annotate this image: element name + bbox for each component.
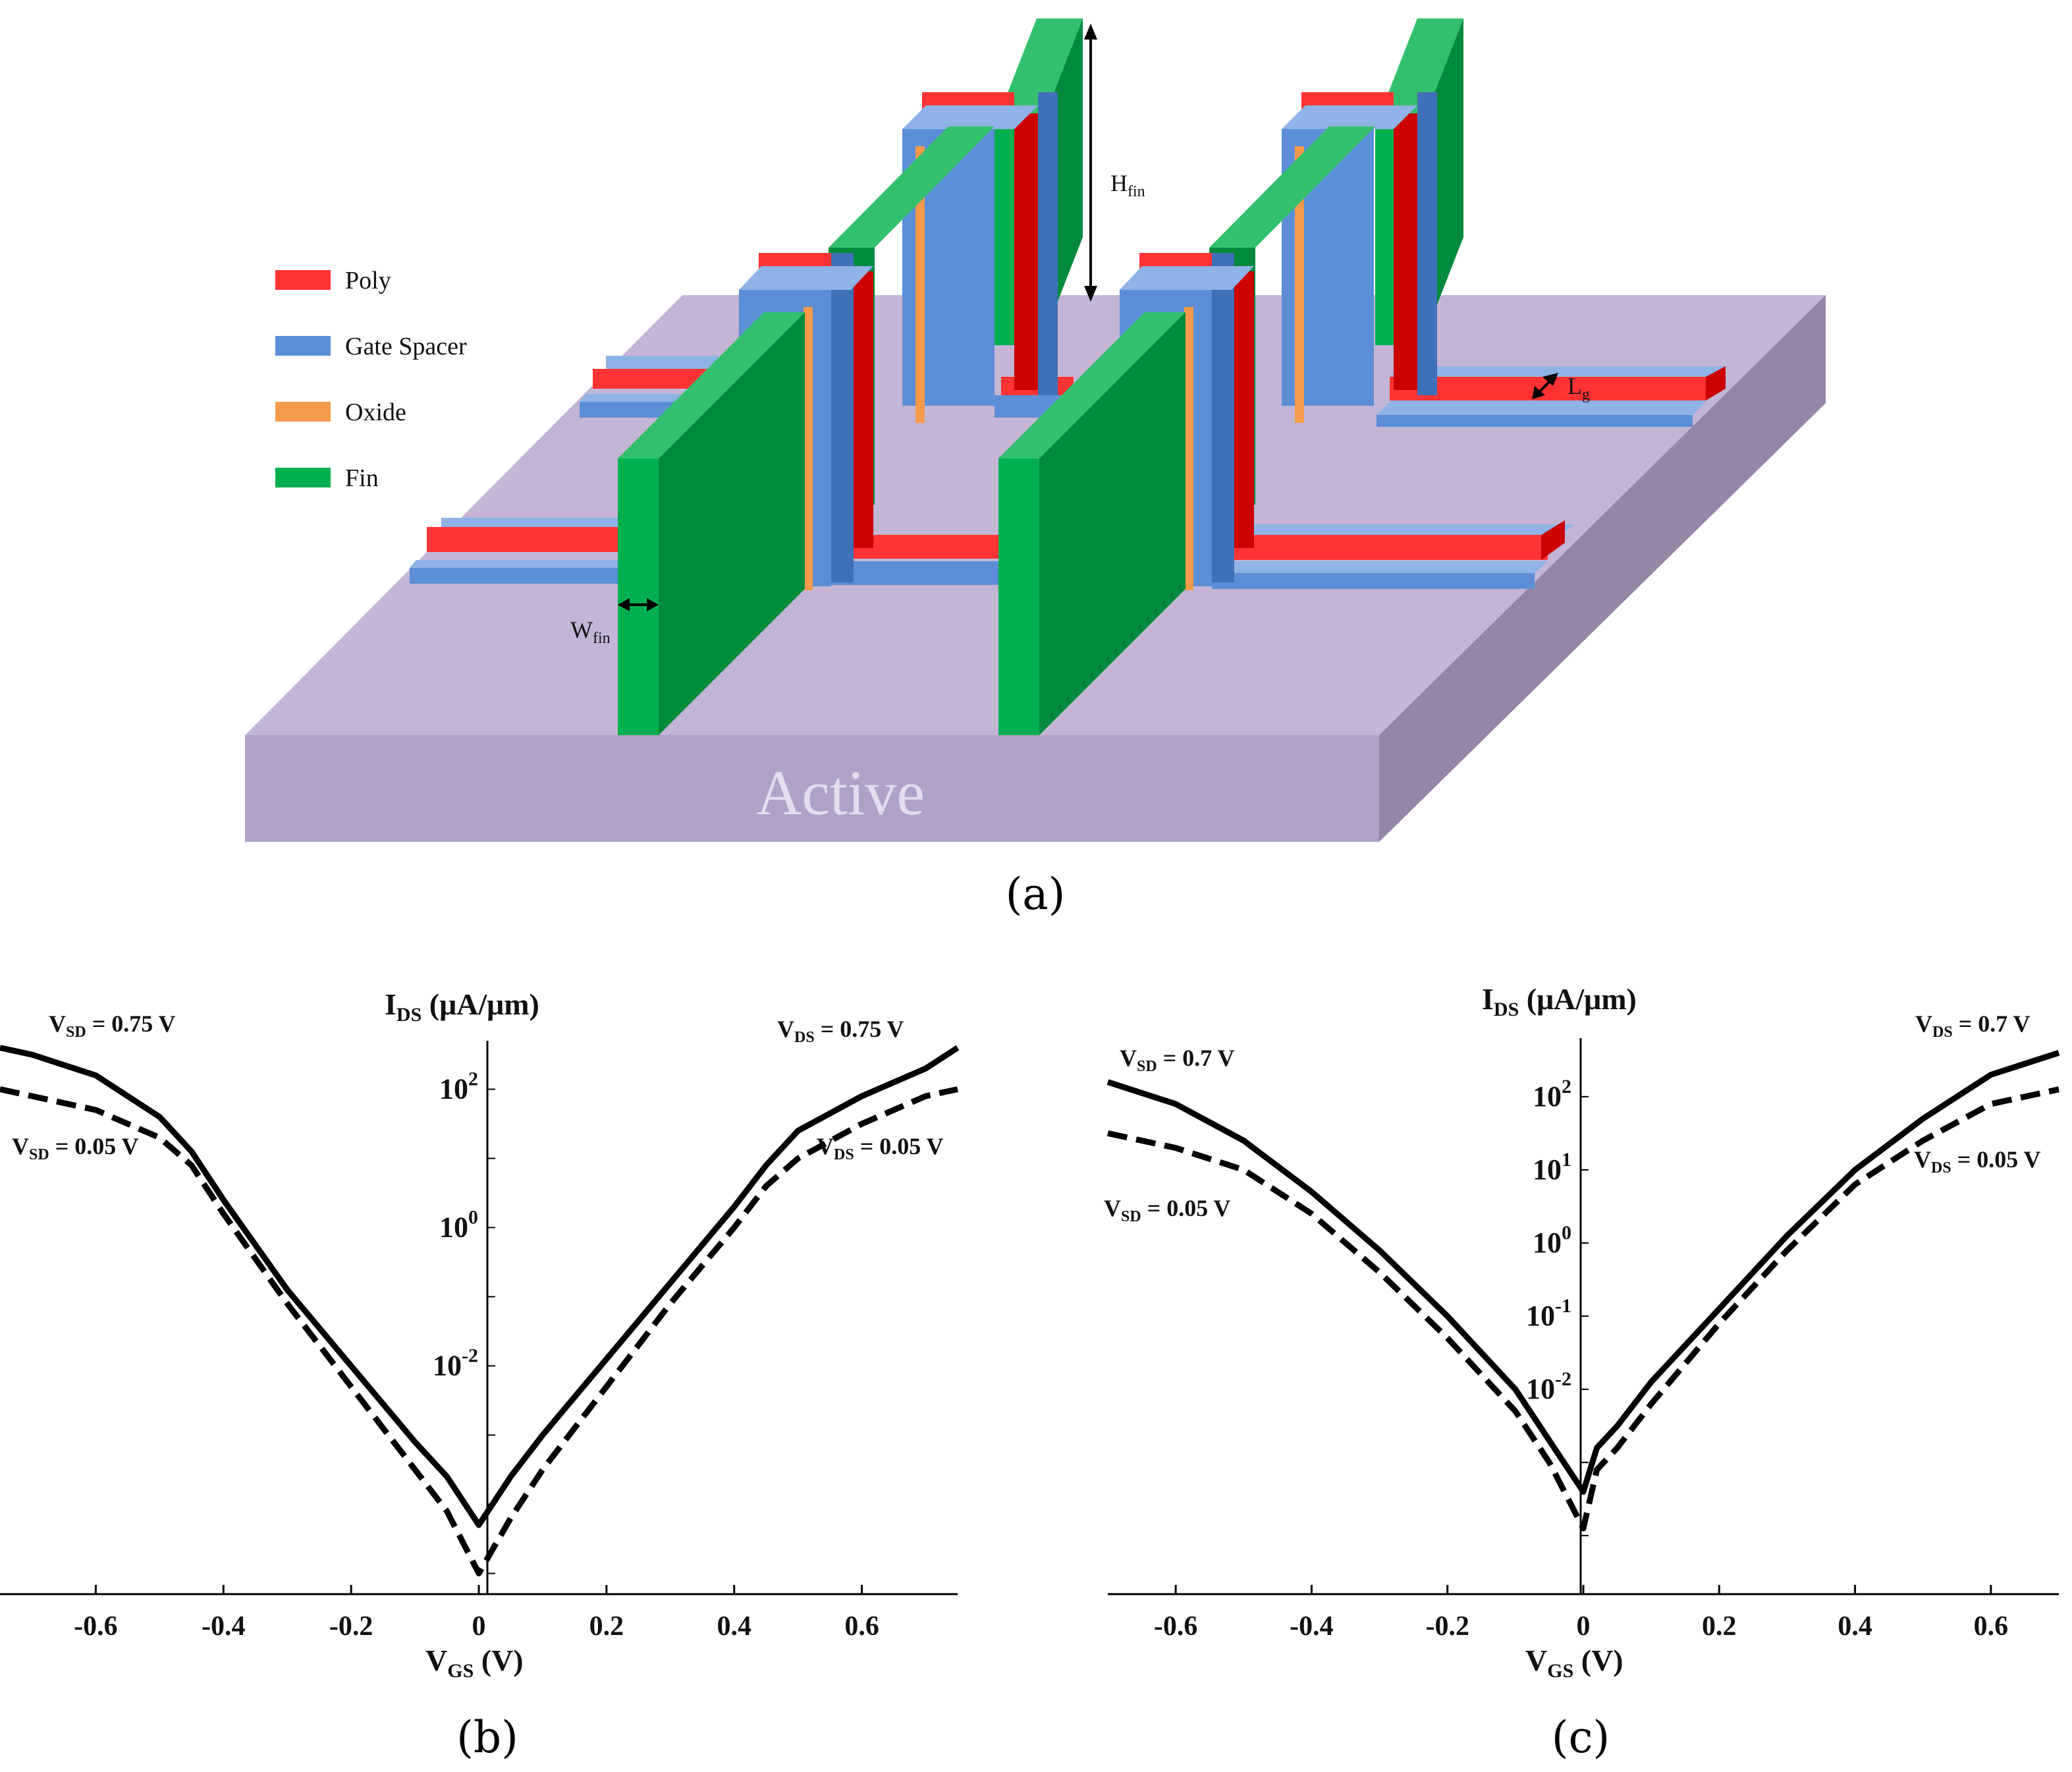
series-b bbox=[0, 1045, 960, 1576]
annotation-b-vsd-075: VSD = 0.75 V bbox=[49, 1011, 176, 1041]
x-tick-label: -0.4 bbox=[1290, 1611, 1334, 1642]
legend-swatch-gate-spacer bbox=[275, 336, 331, 356]
annotation-b-vds-075: VDS = 0.75 V bbox=[777, 1016, 904, 1046]
legend-swatch-oxide bbox=[275, 402, 331, 422]
substrate-front-face bbox=[245, 735, 1379, 842]
y-tick-label: 102 bbox=[439, 1068, 478, 1105]
caption-a: (a) bbox=[1006, 869, 1066, 920]
x-tick-label: 0.2 bbox=[589, 1611, 624, 1642]
chart-b: -0.6 -0.4 -0.2 0 0.2 0.4 0.6 102 100 10-2 IDS (μ… bbox=[0, 987, 960, 1763]
fin-front-left bbox=[618, 312, 805, 735]
annotation-c-vds-07: VDS = 0.7 V bbox=[1915, 1011, 2031, 1041]
gate-strip-right-rear bbox=[1377, 366, 1726, 427]
legend-swatch-poly bbox=[275, 270, 331, 290]
y-axis-title-c: IDS (μA/μm) bbox=[1482, 982, 1637, 1020]
hfin-label: Hfin bbox=[1110, 170, 1145, 200]
y-tick-label: 10-1 bbox=[1526, 1295, 1571, 1332]
x-tick-label: -0.2 bbox=[329, 1611, 373, 1642]
annotation-c-vsd-005: VSD = 0.05 V bbox=[1104, 1195, 1231, 1225]
legend-label-oxide: Oxide bbox=[345, 399, 406, 426]
x-axis-title-c: VGS (V) bbox=[1525, 1644, 1623, 1682]
x-axis-title-b: VGS (V) bbox=[425, 1644, 524, 1682]
fin-front-right bbox=[998, 312, 1186, 735]
x-tick-label: -0.6 bbox=[74, 1611, 118, 1642]
y-tick-label: 10-2 bbox=[433, 1345, 478, 1382]
x-tick-label: -0.6 bbox=[1154, 1611, 1198, 1642]
x-tick-label: 0.4 bbox=[717, 1611, 751, 1642]
y-tick-label: 10-2 bbox=[1526, 1368, 1571, 1405]
series-c bbox=[1106, 1049, 2060, 1532]
x-tick-label: 0.2 bbox=[1702, 1611, 1737, 1642]
wfin-label: Wfin bbox=[570, 617, 611, 647]
legend-swatch-fin bbox=[275, 468, 331, 487]
x-tick-label: 0 bbox=[1577, 1611, 1591, 1642]
lg-label: Lg bbox=[1568, 373, 1590, 403]
caption-c: (c) bbox=[1552, 1712, 1610, 1763]
gate-strip-right-front bbox=[1212, 520, 1574, 589]
lg-dimension-arrow bbox=[1532, 373, 1558, 399]
y-ticks-c: 102 101 100 10-1 10-2 bbox=[1526, 1076, 1589, 1537]
y-tick-label: 101 bbox=[1533, 1149, 1571, 1186]
x-tick-label: 0.6 bbox=[844, 1611, 879, 1642]
legend: Poly Gate Spacer Oxide Fin bbox=[275, 267, 467, 492]
wfin-dimension-arrow bbox=[618, 598, 659, 611]
x-tick-label: 0.6 bbox=[1974, 1611, 2009, 1642]
substrate-label: Active bbox=[756, 758, 925, 828]
x-tick-label: 0.4 bbox=[1838, 1611, 1872, 1642]
x-tick-label: -0.2 bbox=[1425, 1611, 1469, 1642]
x-ticks-c: -0.6 -0.4 -0.2 0 0.2 0.4 0.6 bbox=[1154, 1585, 2008, 1642]
y-tick-label: 100 bbox=[439, 1207, 478, 1244]
y-tick-label: 102 bbox=[1533, 1076, 1571, 1113]
annotation-c-vds-005: VDS = 0.05 V bbox=[1914, 1146, 2041, 1177]
annotation-b-vsd-005: VSD = 0.05 V bbox=[12, 1133, 139, 1163]
panel-a-finfet-diagram: Hfin Wfin Lg Poly Gate Spacer Oxide Fin … bbox=[245, 18, 1826, 920]
series-line-dashed bbox=[0, 1086, 958, 1576]
x-ticks-b: -0.6 -0.4 -0.2 0 0.2 0.4 0.6 bbox=[74, 1585, 879, 1642]
y-ticks-b: 102 100 10-2 bbox=[433, 1068, 495, 1574]
legend-label-gate-spacer: Gate Spacer bbox=[345, 333, 467, 360]
series-line-solid bbox=[1106, 1049, 2060, 1495]
annotation-c-vsd-07: VSD = 0.7 V bbox=[1120, 1045, 1235, 1075]
gate-rear-left bbox=[902, 92, 1058, 423]
y-axis-title-b: IDS (μA/μm) bbox=[385, 987, 539, 1026]
y-tick-label: 100 bbox=[1533, 1222, 1571, 1259]
x-tick-label: -0.4 bbox=[202, 1611, 246, 1642]
series-line-dashed bbox=[1107, 1086, 2059, 1532]
legend-label-poly: Poly bbox=[345, 267, 391, 294]
hfin-dimension-arrow bbox=[1084, 24, 1097, 302]
caption-b: (b) bbox=[456, 1712, 518, 1763]
annotation-b-vds-005: VDS = 0.05 V bbox=[817, 1133, 944, 1163]
chart-c: -0.6 -0.4 -0.2 0 0.2 0.4 0.6 102 101 100 10-1 10-2… bbox=[1104, 982, 2060, 1763]
series-line-solid bbox=[0, 1045, 960, 1528]
substrate-side-face bbox=[1379, 295, 1826, 842]
gate-strip-left-front bbox=[410, 518, 626, 584]
legend-label-fin: Fin bbox=[345, 464, 379, 492]
x-tick-label: 0 bbox=[472, 1611, 486, 1642]
